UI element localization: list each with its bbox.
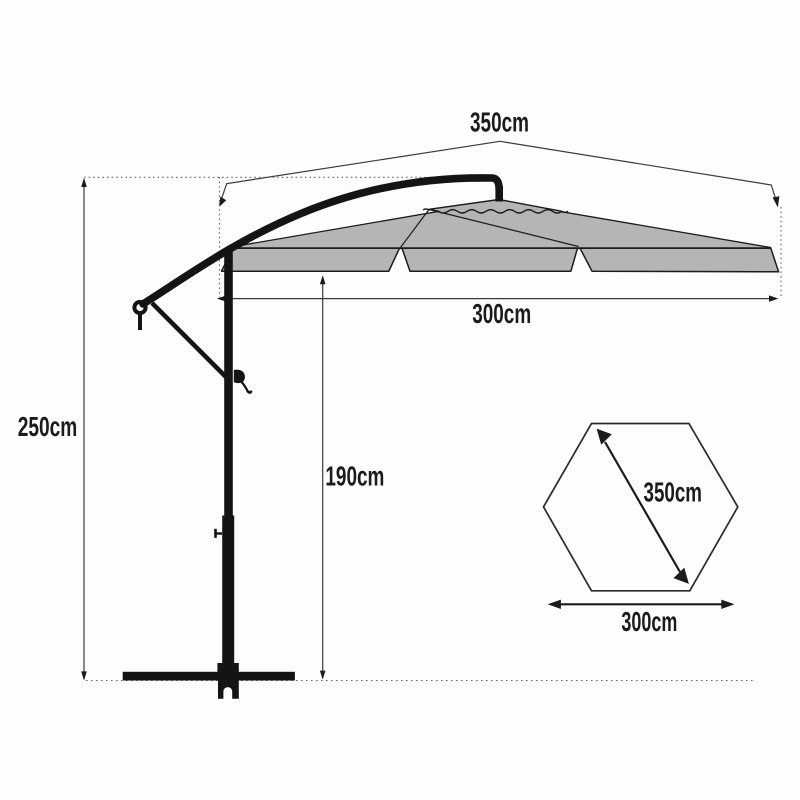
- svg-text:350cm: 350cm: [470, 107, 529, 138]
- svg-text:300cm: 300cm: [621, 606, 677, 637]
- svg-text:250cm: 250cm: [18, 411, 78, 442]
- svg-text:350cm: 350cm: [644, 477, 703, 508]
- svg-text:300cm: 300cm: [472, 298, 531, 329]
- svg-text:190cm: 190cm: [325, 461, 384, 492]
